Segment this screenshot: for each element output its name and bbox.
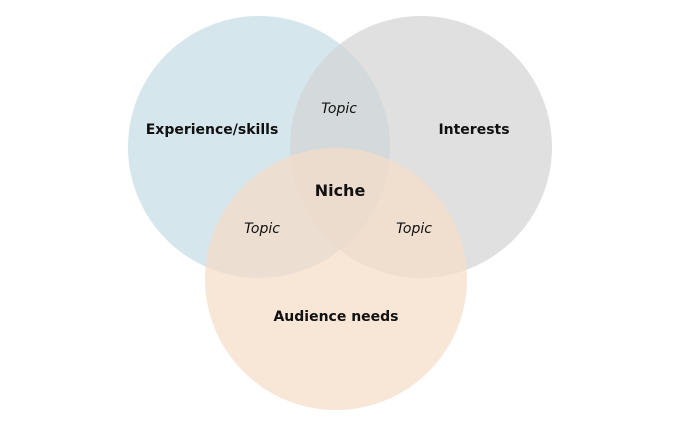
audience-needs-label: Audience needs bbox=[273, 309, 398, 325]
topic-label-experience-audience: Topic bbox=[244, 221, 280, 237]
audience-needs-circle bbox=[205, 148, 467, 410]
niche-label: Niche bbox=[315, 181, 366, 200]
experience-skills-label: Experience/skills bbox=[146, 122, 279, 138]
topic-label-interests-audience: Topic bbox=[396, 221, 432, 237]
topic-label-experience-interests: Topic bbox=[321, 101, 357, 117]
interests-label: Interests bbox=[438, 122, 509, 138]
